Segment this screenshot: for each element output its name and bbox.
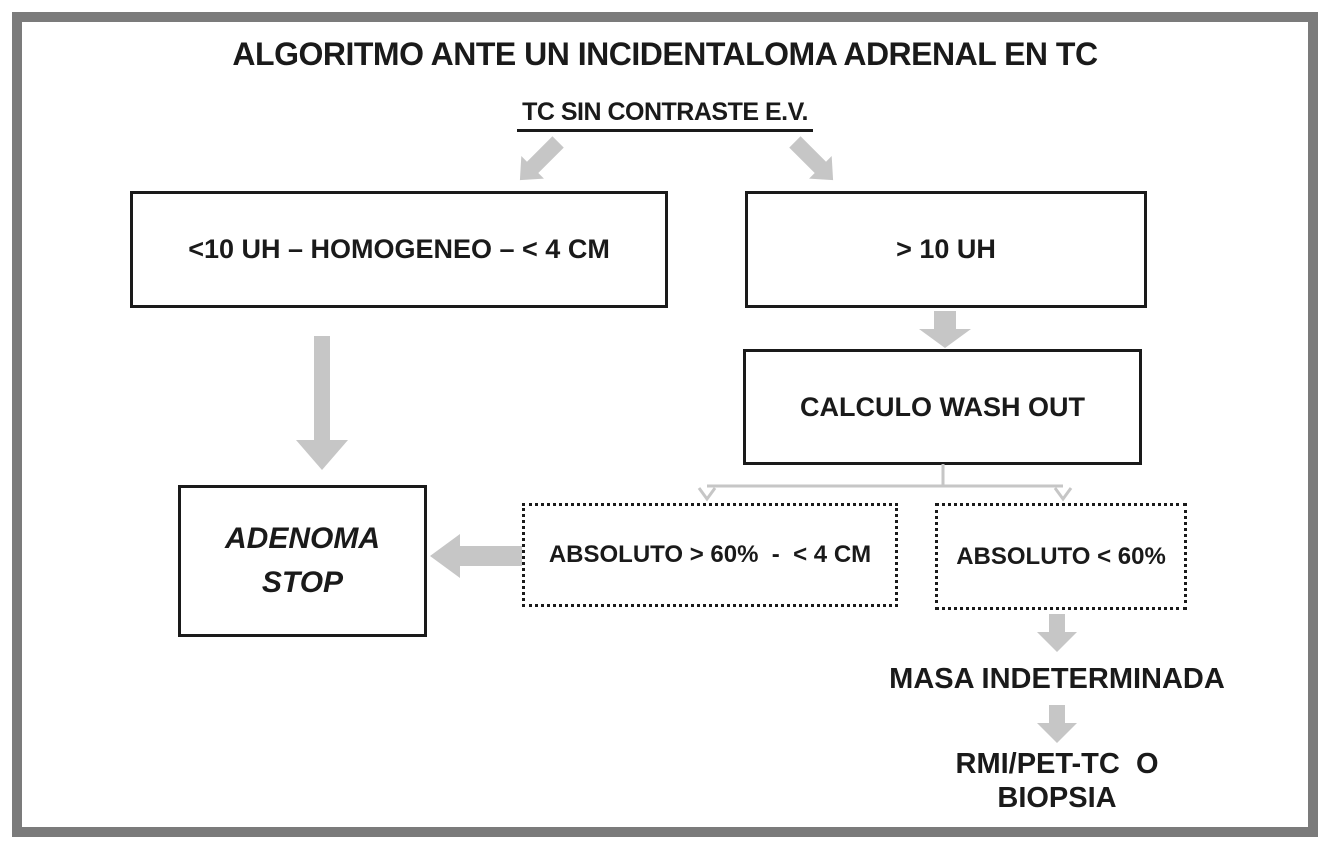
node-adenoma-stop: ADENOMA STOP bbox=[178, 485, 427, 637]
followup-line1: RMI/PET-TC O bbox=[955, 748, 1159, 780]
label-indeterminate-mass: MASA INDETERMINADA bbox=[889, 663, 1225, 695]
arrow-down-icon bbox=[919, 311, 971, 348]
node-absolute-high: ABSOLUTO > 60% - < 4 CM bbox=[522, 503, 898, 607]
subtitle: TC SIN CONTRASTE E.V. bbox=[517, 98, 813, 132]
node-low-density: <10 UH – HOMOGENEO – < 4 CM bbox=[130, 191, 668, 308]
page-title: ALGORITMO ANTE UN INCIDENTALOMA ADRENAL … bbox=[232, 36, 1098, 72]
node-absolute-low: ABSOLUTO < 60% bbox=[935, 503, 1187, 610]
arrow-down-icon bbox=[1037, 705, 1077, 743]
outer-frame bbox=[12, 12, 1318, 837]
node-washout: CALCULO WASH OUT bbox=[743, 349, 1142, 465]
subtitle-wrap: TC SIN CONTRASTE E.V. bbox=[0, 98, 1330, 132]
arrow-down-icon bbox=[296, 336, 348, 470]
t-connector-split-icon bbox=[697, 464, 1073, 502]
adenoma-line2: STOP bbox=[261, 566, 344, 599]
arrow-left-icon bbox=[430, 534, 522, 578]
arrow-down-left-icon bbox=[519, 136, 564, 181]
label-followup: RMI/PET-TC O BIOPSIA bbox=[907, 747, 1207, 815]
adenoma-line1: ADENOMA bbox=[225, 522, 380, 555]
arrow-down-right-icon bbox=[789, 136, 834, 181]
followup-line2: BIOPSIA bbox=[997, 782, 1117, 814]
node-high-density: > 10 UH bbox=[745, 191, 1147, 308]
arrow-down-icon bbox=[1037, 614, 1077, 652]
